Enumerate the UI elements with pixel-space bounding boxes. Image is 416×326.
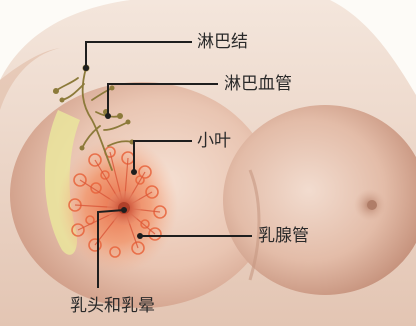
- label-nipple-areola: 乳头和乳晕: [70, 296, 155, 316]
- label-lobule: 小叶: [197, 131, 231, 151]
- right-nipple: [367, 200, 377, 210]
- label-lymph-vessel: 淋巴血管: [224, 74, 292, 94]
- label-milk-duct: 乳腺管: [258, 226, 309, 246]
- label-lymph-node: 淋巴结: [197, 32, 248, 52]
